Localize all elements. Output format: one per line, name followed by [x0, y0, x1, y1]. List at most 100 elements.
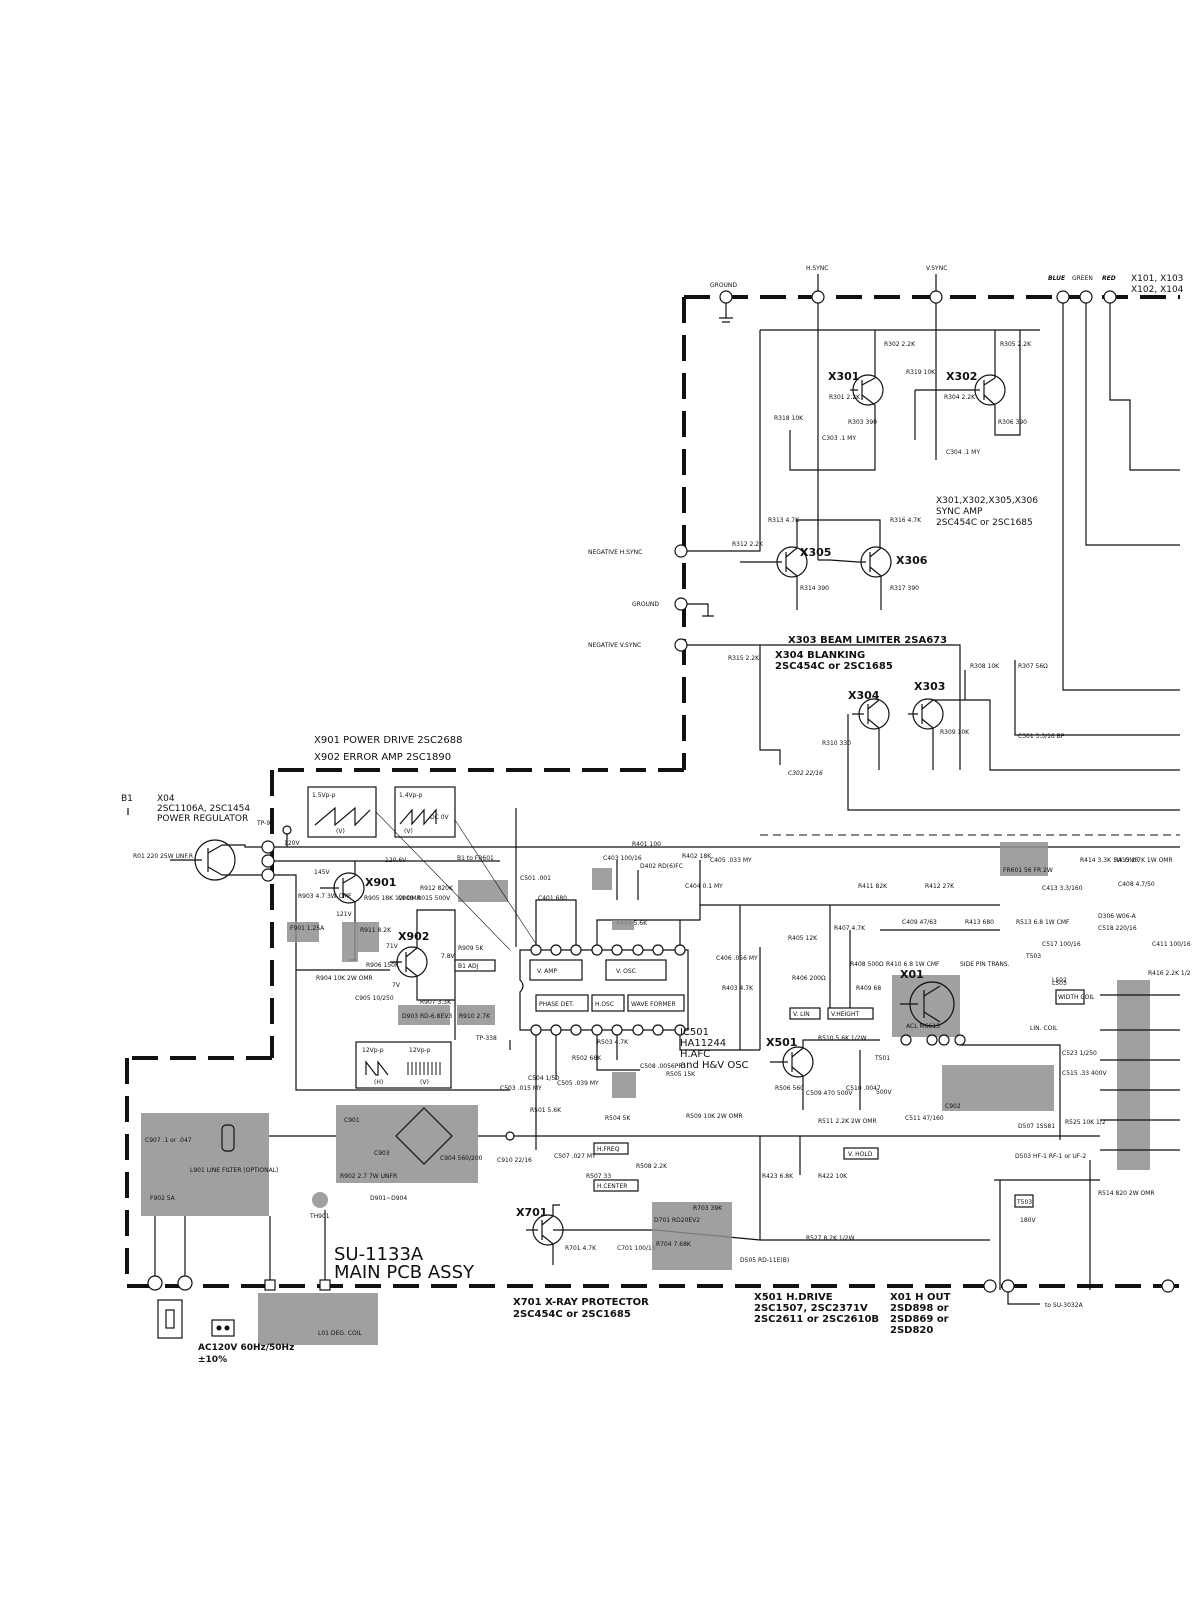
- vlin-control[interactable]: [789, 1007, 821, 1020]
- hout-label2: 2SD898 or: [890, 1303, 949, 1314]
- c505-label: C505 .039 MY: [557, 1080, 599, 1087]
- r513-label: R513 6.8 1W CMF: [1016, 919, 1070, 926]
- hfreq-control[interactable]: [593, 1142, 629, 1155]
- blanking-section: X303 BEAM LIMITER 2SA673 X304 BLANKING 2…: [759, 635, 1180, 811]
- r423-label: R423 6.8K: [762, 1173, 794, 1180]
- c413-label: C413 3.3/160: [1042, 885, 1083, 892]
- d505-label: D505 RD-11E(B): [740, 1257, 789, 1264]
- tp338-label: TP-338: [475, 1035, 497, 1042]
- r317-label: R317 390: [890, 585, 919, 592]
- r307-label: R307 56Ω: [1018, 663, 1048, 670]
- x04-label3: POWER REGULATOR: [157, 814, 248, 824]
- c508-label: C508 .0056PP: [640, 1063, 682, 1070]
- r303-label: R303 390: [848, 419, 877, 426]
- r911-label: R911 8.2K: [360, 927, 392, 934]
- hcenter-label[interactable]: H.CENTER: [597, 1183, 627, 1190]
- r510-label: R510 5.6K 1/2W: [818, 1035, 867, 1042]
- blue-label: BLUE: [1048, 275, 1066, 282]
- c515-label: C515 .33 400V: [1062, 1070, 1107, 1077]
- waveform-boxes: 1.5Vp-p (V) 1.4Vp-p DC 0V (V) B1 to FR60…: [307, 786, 541, 1089]
- blanking-label1: X304 BLANKING: [775, 650, 865, 661]
- waveform3-amp: 12Vp-p: [362, 1047, 384, 1054]
- green-label: GREEN: [1072, 275, 1093, 282]
- c411-label: C411 100/16: [1152, 941, 1191, 948]
- l901-label: L901 LINE FILTER (OPTIONAL): [190, 1167, 278, 1174]
- sync-amp-line2: SYNC AMP: [936, 507, 983, 517]
- d306-label: D306 W06-A: [1098, 913, 1137, 920]
- hdrive-label2: 2SC1507, 2SC2371V: [754, 1303, 868, 1314]
- lin-coil-label[interactable]: LIN. COIL: [1030, 1025, 1058, 1032]
- beam-limiter-label: X303 BEAM LIMITER 2SA673: [788, 635, 947, 646]
- assy-title-1: SU-1133A: [334, 1244, 424, 1265]
- vhold-control[interactable]: [843, 1147, 879, 1160]
- d901-label: D901~D904: [370, 1195, 407, 1202]
- hfreq-label[interactable]: H.FREQ: [597, 1146, 620, 1153]
- r907-label: R907 3.3K: [420, 999, 452, 1006]
- r312-label: R312 2.2K: [732, 541, 764, 548]
- r319-label: R319 10K: [906, 369, 936, 376]
- c901-label: C901: [344, 1117, 360, 1124]
- r701-label: R701 4.7K: [565, 1245, 597, 1252]
- hdrive-label3: 2SC2611 or 2SC2610B: [754, 1314, 879, 1325]
- x04-label2: 2SC1106A, 2SC1454: [157, 804, 250, 814]
- c304-label: C304 .1 MY: [946, 449, 980, 456]
- vsync-top-label: V.SYNC: [926, 265, 947, 272]
- t503-label: T503: [1025, 953, 1041, 960]
- b1-adj-label[interactable]: B1 ADJ: [458, 963, 479, 970]
- c701-label: C701 100/16: [617, 1245, 656, 1252]
- sync-amp-line3: 2SC454C or 2SC1685: [936, 518, 1033, 528]
- r905-label: R905 18K 1W OMR: [364, 895, 421, 902]
- r411-label: R411 82K: [858, 883, 888, 890]
- r305-label: R305 2.2K: [1000, 341, 1032, 348]
- r415-label: R415 2.7K 1W OMR: [1114, 857, 1173, 864]
- x305-label: X305: [800, 546, 831, 559]
- xray-label1: X701 X-RAY PROTECTOR: [513, 1297, 649, 1308]
- f902-label: F902 5A: [150, 1195, 176, 1202]
- vhold-label[interactable]: V. HOLD: [848, 1151, 873, 1158]
- r505-label: R505 15K: [666, 1071, 696, 1078]
- r308-label: R308 10K: [970, 663, 1000, 670]
- width-coil-label[interactable]: WIDTH COIL: [1058, 994, 1095, 1001]
- vlin-label[interactable]: V. LIN: [793, 1011, 810, 1018]
- hfreq-xray-section: R502 68K C505 .039 MY R503 4.7K C504 1/5…: [500, 1039, 1100, 1270]
- r414-label: R414 3.3K 1W OMR: [1080, 857, 1139, 864]
- cap-bank-label: C902: [945, 1103, 961, 1110]
- r906-label: R906 150K: [366, 962, 400, 969]
- neg-hsync-label: NEGATIVE H.SYNC: [588, 549, 642, 556]
- waveform1-unit: (V): [336, 828, 345, 835]
- r309-label: R309 10K: [940, 729, 970, 736]
- r912-label: R912 820K: [420, 885, 454, 892]
- hcenter-control[interactable]: [593, 1179, 639, 1192]
- ic-vamp-block: V. AMP: [537, 968, 557, 975]
- r904-label: R904 10K 2W OMR: [316, 975, 373, 982]
- c503-label: C503 .015 MY: [500, 1085, 542, 1092]
- ic501-func2: and H&V OSC: [680, 1060, 749, 1071]
- sync-amp-section: X301 R302 2.2K R301 2.2K R318 10K R303 3…: [687, 303, 1040, 770]
- r318-label: R318 10K: [774, 415, 804, 422]
- x302-label: X302: [946, 370, 977, 383]
- ic501: V. AMP V. OSC PHASE DET. H.OSC WAVE FORM…: [509, 808, 760, 1150]
- blanking-label2: 2SC454C or 2SC1685: [775, 661, 893, 672]
- c302-label: C302 22/16: [788, 770, 823, 777]
- sync-amp-line1: X301,X302,X305,X306: [936, 496, 1038, 506]
- c523-label: C523 1/250: [1062, 1050, 1097, 1057]
- vheight-label[interactable]: V.HEIGHT: [831, 1011, 859, 1018]
- v145-label: 145V: [314, 869, 330, 876]
- error-amp-label: X902 ERROR AMP 2SC1890: [314, 752, 451, 763]
- r315-label: R315 2.2K: [728, 655, 760, 662]
- r514-label: R514 820 2W OMR: [1098, 1190, 1155, 1197]
- x303-label: X303: [914, 680, 945, 693]
- c905-label: C905 10/250: [355, 995, 394, 1002]
- hout-label3: 2SD869 or: [890, 1314, 949, 1325]
- assy-title-2: MAIN PCB ASSY: [334, 1262, 475, 1283]
- r408-label: R408 500Ω: [850, 961, 884, 968]
- c507-label: C507 .027 MY: [554, 1153, 596, 1160]
- t501-label: T501: [874, 1055, 890, 1062]
- c303-label: C303 .1 MY: [822, 435, 856, 442]
- th901-label: TH901: [309, 1213, 330, 1220]
- waveform2-amp: 1.4Vp-p: [399, 792, 423, 799]
- x101-label-b: X102, X104: [1131, 285, 1184, 295]
- to-su3032a-label: to SU-3032A: [1045, 1302, 1084, 1309]
- c301-label: C301 3.3/16 BP: [1018, 733, 1065, 740]
